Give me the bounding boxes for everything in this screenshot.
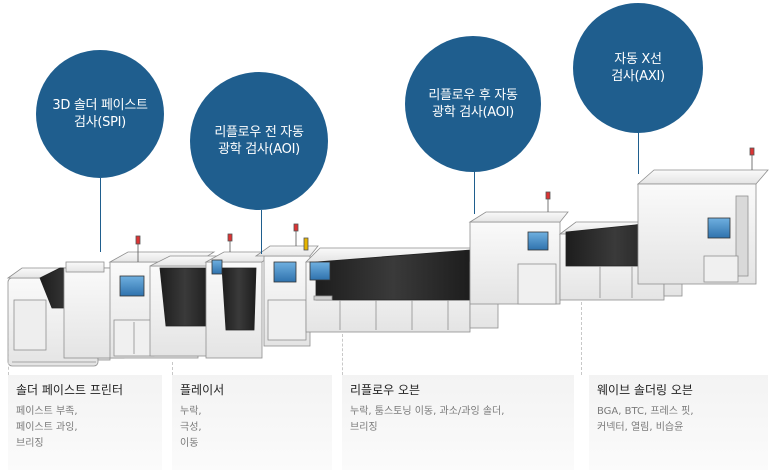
stage-defect-line: 브리징 <box>350 422 378 433</box>
stage-guide-reflow <box>342 334 343 375</box>
aoi-pre-inspection-bubble: 리플로우 전 자동 광학 검사(AOI) <box>190 72 328 210</box>
stage-defect-line: 페이스트 부족, <box>16 406 78 417</box>
stage-title: 솔더 페이스트 프린터 <box>16 383 123 397</box>
stage-title: 플레이서 <box>180 383 225 397</box>
aoi-post-bubble-line2: 광학 검사(AOI) <box>432 105 514 120</box>
stage-defect-line: 페이스트 과잉, <box>16 422 78 433</box>
pre-reflow-aoi-machine <box>254 223 319 347</box>
stage-guide-printer <box>8 330 9 375</box>
post-reflow-aoi-machine <box>468 191 569 305</box>
aoi-pre-connector-line <box>261 210 262 254</box>
stage-defect-line: 브리징 <box>16 438 44 449</box>
stage-panel-printer: 솔더 페이스트 프린터 페이스트 부족, 페이스트 과잉, 브리징 <box>8 375 162 470</box>
stage-title: 웨이브 솔더링 오븐 <box>597 383 693 397</box>
placer-machine-b <box>149 233 278 359</box>
spi-bubble-line1: 3D 솔더 페이스트 <box>52 98 148 113</box>
aoi-pre-bubble-line1: 리플로우 전 자동 <box>214 125 304 140</box>
reflow-oven-machine <box>305 247 499 333</box>
aoi-pre-bubble-line2: 광학 검사(AOI) <box>218 142 300 157</box>
stage-defect-line: BGA, BTC, 프레스 핏, <box>597 406 694 417</box>
stage-guide-wave <box>581 302 582 375</box>
stage-defect-line: 누락, 툼스토닝 이동, 과소/과잉 솔더, <box>350 406 505 417</box>
axi-connector-line <box>638 130 639 174</box>
stage-defect-line: 이동 <box>180 438 199 449</box>
stage-defect-line: 누락, <box>180 406 202 417</box>
stage-defect-line: 극성, <box>180 422 202 433</box>
stage-panel-placer: 플레이서 누락, 극성, 이동 <box>172 375 332 470</box>
spi-inspection-bubble: 3D 솔더 페이스트 검사(SPI) <box>36 50 164 178</box>
axi-bubble-line1: 자동 X선 <box>614 52 662 67</box>
stage-title: 리플로우 오븐 <box>350 383 421 397</box>
stage-defect-line: 커넥터, 열림, 비습윤 <box>597 422 684 433</box>
stage-guide-placer <box>172 362 173 375</box>
stage-panel-reflow: 리플로우 오븐 누락, 툼스토닝 이동, 과소/과잉 솔더, 브리징 <box>342 375 574 470</box>
axi-machine <box>636 147 769 285</box>
stage-panel-wave: 웨이브 솔더링 오븐 BGA, BTC, 프레스 핏, 커넥터, 열림, 비습윤 <box>589 375 768 470</box>
aoi-post-connector-line <box>474 166 475 214</box>
aoi-post-inspection-bubble: 리플로우 후 자동 광학 검사(AOI) <box>405 36 541 172</box>
spi-connector-line <box>100 178 101 252</box>
spi-bubble-line2: 검사(SPI) <box>74 115 126 130</box>
aoi-post-bubble-line1: 리플로우 후 자동 <box>428 88 518 103</box>
axi-bubble-line2: 검사(AXI) <box>611 69 665 84</box>
axi-inspection-bubble: 자동 X선 검사(AXI) <box>573 3 703 133</box>
